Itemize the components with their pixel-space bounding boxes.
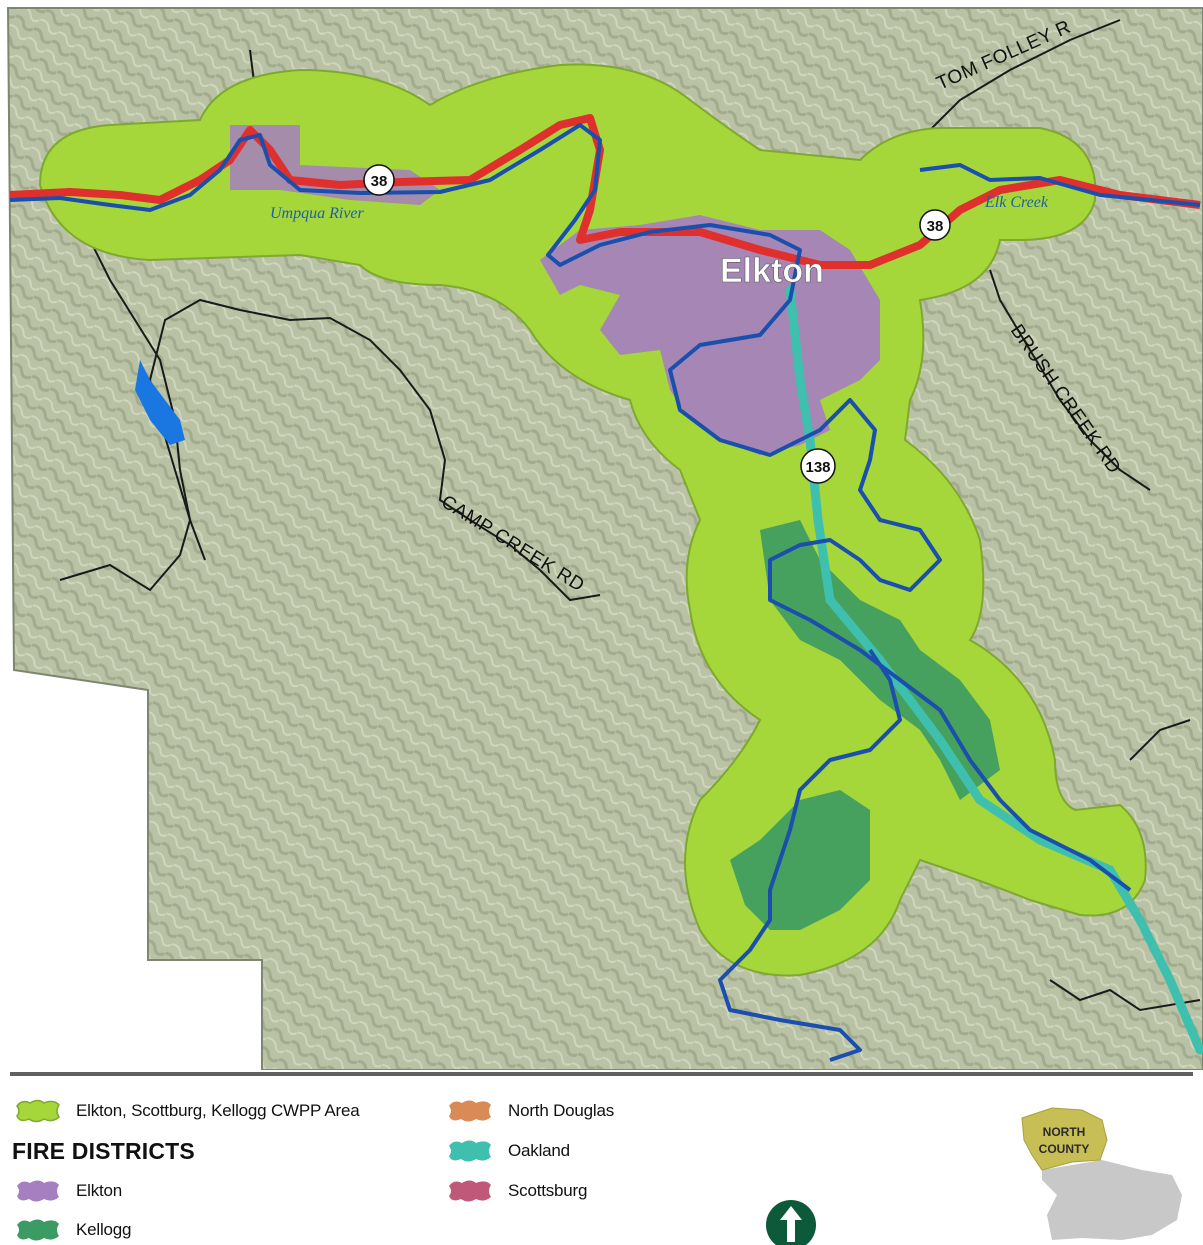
umpqua-river-south-bend[interactable] [718, 648, 902, 1062]
elkton-swatch-icon [17, 1180, 59, 1202]
legend-item-elkton: Elkton [14, 1176, 122, 1206]
legend-item-north-douglas: North Douglas [446, 1096, 614, 1126]
legend-item-oakland: Oakland [446, 1136, 570, 1166]
river-label-umpqua: Umpqua River [270, 205, 365, 222]
kellogg-swatch-icon [17, 1219, 59, 1241]
legend-label-scottsburg: Scottsburg [508, 1181, 588, 1200]
umpqua-river[interactable] [9, 123, 1132, 892]
lake-west [135, 360, 185, 445]
inset-region-label-line1: NORTH [1043, 1125, 1086, 1139]
map-canvas[interactable]: Elkton Umpqua River Elk Creek TOM FOLLEY… [0, 0, 1203, 1070]
legend-label-kellogg: Kellogg [76, 1220, 132, 1239]
inset-county-shape [1042, 1160, 1182, 1240]
elk-creek[interactable] [919, 163, 1201, 207]
road-camp-creek [59, 298, 601, 602]
highway-shield-38-west: 38 [363, 164, 395, 196]
road-brush-creek [989, 269, 1151, 491]
rivers [9, 123, 1201, 1062]
legend-item-cwpp-area: Elkton, Scottburg, Kellogg CWPP Area [14, 1096, 360, 1126]
north-arrow-icon [766, 1200, 816, 1245]
legend-label-oakland: Oakland [508, 1141, 570, 1160]
river-label-elk-creek: Elk Creek [984, 194, 1049, 211]
north-douglas-swatch-icon [449, 1100, 491, 1122]
cwpp-swatch-icon [16, 1099, 60, 1123]
inset-north-county-region [1021, 1107, 1108, 1171]
district-kellogg-south[interactable] [730, 790, 870, 930]
scottsburg-swatch-icon [449, 1180, 491, 1202]
highway-shield-138: 138 [800, 448, 836, 484]
legend-divider [10, 1072, 1193, 1076]
svg-text:38: 38 [927, 218, 944, 235]
legend-label-elkton: Elkton [76, 1181, 123, 1200]
legend-label-north-douglas: North Douglas [508, 1101, 615, 1120]
highway-shield-38-east: 38 [919, 209, 951, 241]
legend-item-scottsburg: Scottsburg [446, 1176, 587, 1206]
road-west-creek [69, 199, 206, 561]
inset-region-label-line2: COUNTY [1039, 1142, 1090, 1156]
inset-locator-map: NORTH COUNTY [1021, 1107, 1182, 1240]
road-southeast [1049, 719, 1201, 1012]
svg-text:138: 138 [805, 459, 830, 476]
legend-item-kellogg: Kellogg [14, 1215, 132, 1245]
legend-heading-fire-districts: FIRE DISTRICTS [12, 1138, 195, 1164]
svg-text:38: 38 [371, 173, 388, 190]
town-label-elkton: Elkton [720, 252, 824, 290]
district-oakland-corridor[interactable] [785, 285, 1203, 1055]
map-legend: Elkton, Scottburg, Kellogg CWPP Area FIR… [0, 1070, 1203, 1245]
legend-label-cwpp: Elkton, Scottburg, Kellogg CWPP Area [76, 1101, 360, 1120]
oakland-swatch-icon [449, 1140, 491, 1162]
